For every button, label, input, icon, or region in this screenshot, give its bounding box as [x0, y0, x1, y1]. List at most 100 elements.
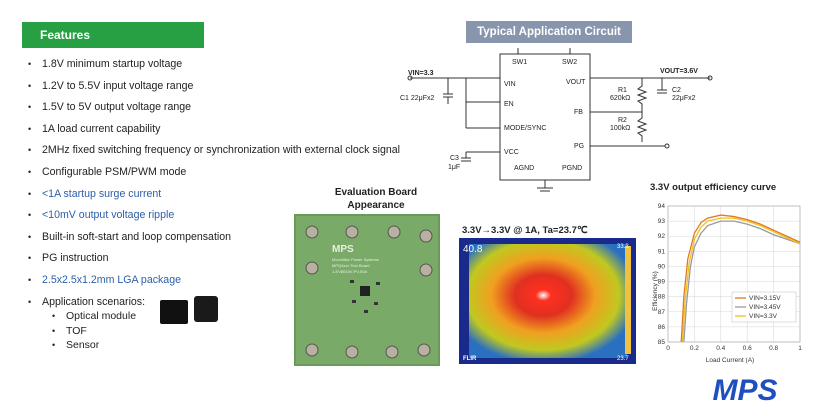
pin-fb: FB [574, 109, 583, 116]
feature-item: • <10mV output voltage ripple [28, 205, 428, 227]
application-item-text: Sensor [66, 339, 100, 351]
bullet-icon: • [28, 102, 32, 113]
bullet-icon: • [28, 59, 32, 69]
mps-logo-text: MPS [712, 374, 777, 404]
application-list: •Optical module•TOF•Sensor [52, 309, 136, 353]
feature-item-text: 2.5x2.5x1.2mm LGA package [42, 273, 181, 286]
evaluation-board-photo: MPS Monolithic Power Systems MPQ4xxx Tes… [294, 214, 440, 366]
c3-value: 1μF [448, 164, 460, 171]
feature-item-text: 2MHz fixed switching frequency or synchr… [42, 144, 400, 157]
feature-item: •Application scenarios: [28, 292, 428, 314]
series-line-0 [680, 214, 801, 343]
legend-label: VIN=3.3V [749, 313, 778, 320]
thermal-temp-bottom-right: 23.7 [617, 356, 629, 362]
lga-package-photo [160, 300, 188, 324]
y-tick-label: 93 [658, 218, 666, 225]
feature-list: •1.8V minimum startup voltage•1.2V to 5.… [28, 54, 428, 313]
bullet-icon: • [28, 80, 32, 91]
bullet-icon: • [28, 166, 32, 177]
bullet-icon: • [28, 296, 32, 307]
y-tick-label: 89 [658, 279, 666, 286]
pin-pgnd: PGND [562, 165, 582, 172]
y-tick-label: 91 [658, 248, 666, 255]
y-tick-label: 94 [658, 203, 666, 210]
evaluation-board-title: Evaluation Board Appearance [316, 186, 436, 212]
thermal-brand: FLIR [463, 356, 477, 362]
feature-item: •<1A startup surge current [28, 184, 428, 206]
y-tick-label: 87 [658, 309, 666, 316]
pin-vout: VOUT [566, 79, 586, 86]
pin-en: EN [504, 101, 514, 108]
y-tick-label: 92 [658, 233, 666, 240]
bullet-icon: • [52, 325, 56, 336]
bullet-icon: • [28, 274, 32, 285]
thermal-image: 40.8 33.3 23.7 FLIR [459, 238, 636, 364]
pin-sw2: SW2 [562, 59, 577, 66]
x-tick-label: 0.8 [769, 345, 778, 352]
feature-item: •PG instruction [28, 248, 428, 270]
mps-logo: MPS [712, 374, 777, 404]
efficiency-xlabel: Load Current (A) [706, 357, 754, 364]
c3-name: C3 [450, 155, 459, 162]
bullet-icon: • [28, 253, 32, 264]
legend-label: VIN=3.15V [749, 295, 781, 302]
r2-value: 100kΩ [610, 125, 630, 132]
y-tick-label: 88 [658, 294, 666, 301]
vout-label: VOUT=3.6V [660, 68, 698, 75]
feature-item: • 1A load current capability [28, 119, 428, 141]
application-item: •Optical module [52, 309, 136, 324]
c1-label: C1 22μFx2 [400, 95, 434, 102]
efficiency-chart-title: 3.3V output efficiency curve [650, 182, 777, 193]
feature-item: • Configurable PSM/PWM mode [28, 162, 428, 184]
y-tick-label: 90 [658, 263, 666, 270]
feature-item-text: 1A load current capability [42, 122, 161, 135]
thermal-temp-top-right: 33.3 [617, 244, 629, 250]
x-tick-label: 0 [666, 345, 670, 352]
bullet-icon: • [28, 231, 32, 242]
feature-item: • 1.5V to 5V output voltage range [28, 97, 428, 119]
feature-item: • 1.2V to 5.5V input voltage range [28, 76, 428, 98]
x-tick-label: 0.6 [743, 345, 752, 352]
feature-item: •1.8V minimum startup voltage [28, 54, 428, 76]
board-logo: MPS [332, 244, 354, 255]
bullet-icon: • [28, 145, 32, 156]
c2-name: C2 [672, 87, 681, 94]
thermal-image-title: 3.3V→3.3V @ 1A, Ta=23.7℃ [462, 225, 588, 236]
bullet-icon: • [28, 123, 32, 134]
feature-item-text: <10mV output voltage ripple [42, 209, 175, 222]
r1-value: 620kΩ [610, 95, 630, 102]
pin-pg: PG [574, 143, 584, 150]
features-header: Features [22, 22, 204, 48]
pin-vin: VIN [504, 81, 516, 88]
bullet-icon: • [28, 210, 32, 221]
legend-label: VIN=3.45V [749, 304, 781, 311]
feature-item-text: <1A startup surge current [42, 187, 162, 200]
vin-label: VIN=3.3 [408, 70, 434, 77]
feature-item-text: Configurable PSM/PWM mode [42, 165, 187, 178]
pin-mode: MODE/SYNC [504, 125, 546, 132]
feature-item: • 2MHz fixed switching frequency or synch… [28, 140, 428, 162]
feature-item-text: 1.5V to 5V output voltage range [42, 101, 192, 114]
evaluation-board-title-line1: Evaluation Board [334, 187, 418, 198]
efficiency-ylabel: Efficiency (%) [652, 271, 659, 311]
r2-name: R2 [618, 117, 627, 124]
x-tick-label: 1 [798, 345, 802, 352]
feature-item-text: Built-in soft-start and loop compensatio… [42, 230, 232, 243]
thermal-temp-main: 40.8 [463, 244, 483, 255]
series-line-1 [683, 220, 801, 343]
bullet-icon: • [52, 340, 56, 350]
application-circuit-schematic: SW1 SW2 VIN EN MODE/SYNC VCC AGND VOUT F… [400, 48, 713, 192]
application-item-text: TOF [66, 324, 87, 337]
feature-item-text: 1.2V to 5.5V input voltage range [42, 79, 194, 92]
r1-name: R1 [618, 87, 627, 94]
board-text3: 1-EV8010V-PV-00A [332, 269, 367, 274]
y-tick-label: 86 [658, 324, 666, 331]
feature-item: • Built-in soft-start and loop compensati… [28, 227, 428, 249]
c2-value: 22μFx2 [672, 95, 696, 102]
typical-application-circuit-header: Typical Application Circuit [466, 21, 632, 43]
pin-sw1: SW1 [512, 59, 527, 66]
x-tick-label: 0.4 [716, 345, 725, 352]
application-item: • Sensor [52, 338, 136, 353]
x-tick-label: 0.2 [690, 345, 699, 352]
y-tick-label: 85 [658, 339, 666, 346]
